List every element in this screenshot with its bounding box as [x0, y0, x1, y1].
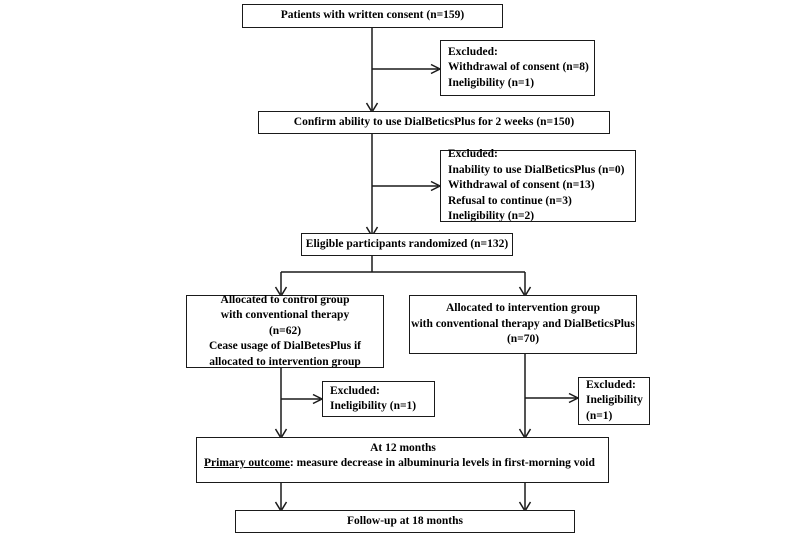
node-line: Ineligibility (n=1) — [330, 400, 417, 412]
node-line: Ineligibility (n=1) — [448, 76, 535, 89]
node-line: Withdrawal of consent (n=13) — [448, 179, 595, 192]
node-excluded-after-runin: Excluded: Inability to use DialBeticsPlu… — [440, 148, 636, 223]
node-line: Excluded: — [586, 378, 636, 391]
primary-outcome-timepoint: At 12 months — [370, 442, 436, 454]
node-line: Allocated to intervention group — [445, 302, 601, 315]
node-confirm-ability: Confirm ability to use DialBeticsPlus fo… — [258, 111, 610, 134]
node-line: with conventional therapy and DialBetics… — [411, 317, 635, 330]
node-excluded-intervention-arm: Excluded: Ineligibility (n=1) — [578, 377, 650, 425]
node-line: Follow-up at 18 months — [347, 514, 463, 527]
node-line: Confirm ability to use DialBeticsPlus fo… — [293, 115, 575, 128]
node-line: (n=70) — [506, 333, 540, 346]
node-line: (n=62) — [268, 324, 302, 337]
node-line: Eligible participants randomized (n=132) — [305, 237, 509, 250]
node-line: Excluded: — [448, 148, 498, 161]
node-line: Excluded: — [330, 384, 380, 397]
node-excluded-control-arm: Excluded: Ineligibility (n=1) — [322, 381, 435, 417]
primary-outcome-label: Primary outcome — [204, 457, 290, 470]
node-line: Withdrawal of consent (n=8) — [448, 61, 589, 74]
node-primary-outcome: At 12 months Primary outcome: measure de… — [196, 437, 609, 483]
node-excluded-after-consent: Excluded: Withdrawal of consent (n=8) In… — [440, 40, 595, 96]
node-line: Refusal to continue (n=3) — [448, 194, 572, 207]
node-line: allocated to intervention group — [209, 355, 361, 368]
node-control-group: Allocated to control group with conventi… — [186, 293, 384, 368]
node-line: Inability to use DialBeticsPlus (n=0) — [448, 163, 625, 176]
node-line: (n=1) — [586, 409, 613, 422]
node-line: with conventional therapy — [220, 309, 350, 322]
node-line: Excluded: — [448, 45, 498, 58]
primary-outcome-text: Primary outcome: measure decrease in alb… — [204, 456, 602, 471]
node-followup: Follow-up at 18 months — [235, 510, 575, 533]
primary-outcome-description: : measure decrease in albuminuria levels… — [289, 457, 595, 470]
node-randomized: Eligible participants randomized (n=132) — [301, 233, 513, 256]
node-line: Allocated to control group — [220, 293, 350, 306]
node-line: Ineligibility (n=2) — [448, 210, 535, 223]
node-line: Patients with written consent (n=159) — [280, 9, 465, 22]
node-line: Ineligibility — [586, 394, 643, 407]
node-patients-with-consent: Patients with written consent (n=159) — [242, 4, 503, 28]
node-line: Cease usage of DialBetesPlus if — [208, 340, 362, 353]
node-intervention-group: Allocated to intervention group with con… — [409, 295, 637, 354]
